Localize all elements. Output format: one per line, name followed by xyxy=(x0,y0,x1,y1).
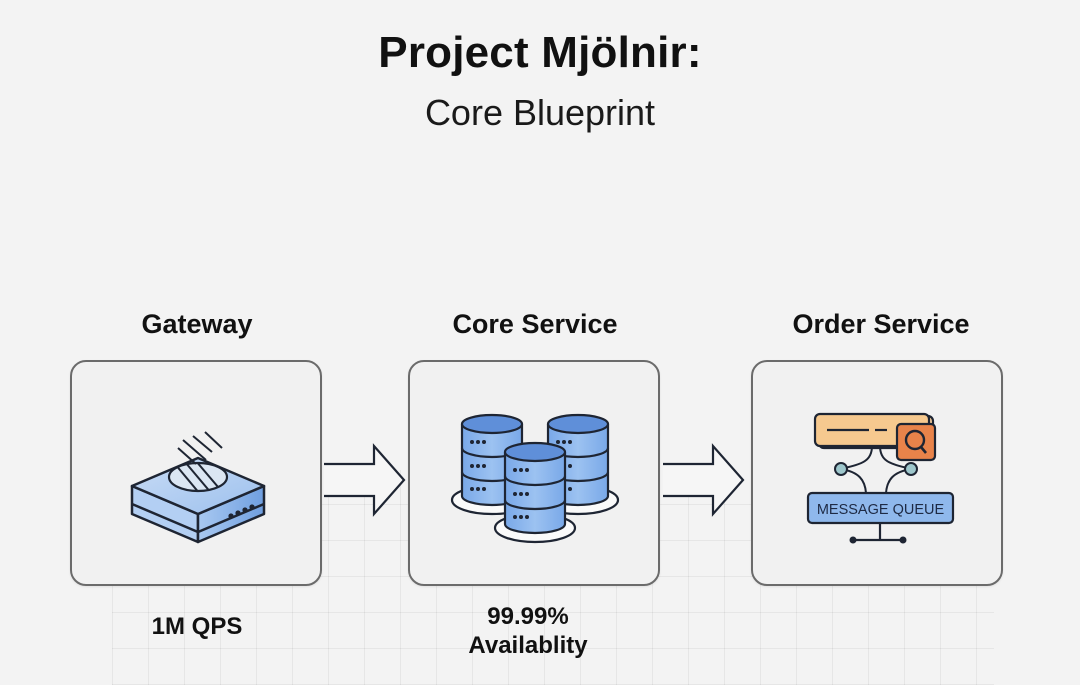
arrow-core-to-order xyxy=(663,443,745,517)
node-label-gateway: Gateway xyxy=(141,309,253,339)
node-gateway[interactable] xyxy=(70,360,322,586)
arrow-gateway-to-core xyxy=(324,443,406,517)
gateway-router-icon xyxy=(130,431,266,544)
node-core-service[interactable] xyxy=(408,360,660,586)
availability-value: 99.99% xyxy=(487,603,569,630)
diagram-title: Project Mjölnir: xyxy=(378,28,702,77)
core-service-metric: 99.99% Availablity xyxy=(428,602,628,660)
message-queue-icon: MESSAGE QUEUE xyxy=(806,412,955,544)
search-icon xyxy=(895,422,937,462)
node-order-service[interactable]: MESSAGE QUEUE xyxy=(751,360,1003,586)
diagram-subtitle: Core Blueprint xyxy=(424,92,656,133)
database-cluster-icon xyxy=(450,413,620,544)
node-label-core-service: Core Service xyxy=(452,309,618,339)
availability-label: Availablity xyxy=(468,632,588,659)
message-queue-label: MESSAGE QUEUE xyxy=(817,502,945,518)
gateway-metric: 1M QPS xyxy=(151,613,243,640)
node-label-order-service: Order Service xyxy=(792,309,970,339)
